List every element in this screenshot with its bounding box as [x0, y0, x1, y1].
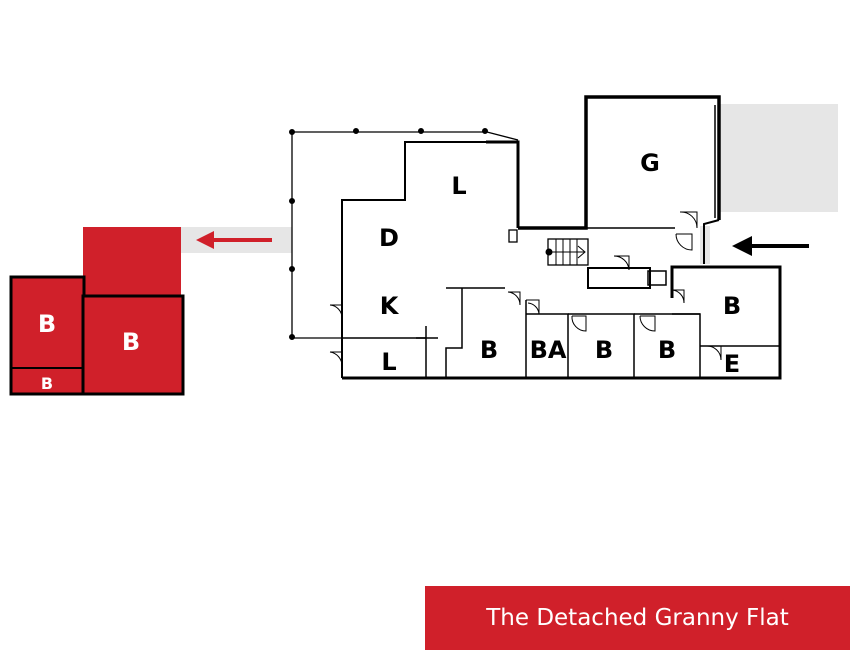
room-label-bedroom: B [658, 336, 676, 364]
room-label-kitchen: K [380, 292, 400, 320]
arrow-left-icon [196, 231, 272, 249]
room-label-bedroom: B [723, 292, 741, 320]
driveway [720, 104, 838, 212]
room-label-bedroom: B [595, 336, 613, 364]
flat-upper-block [83, 227, 181, 297]
caption-banner: The Detached Granny Flat [425, 586, 850, 650]
room-label-living-lower: L [381, 348, 396, 376]
flat-room-label: B [122, 328, 140, 356]
room-label-bedroom: B [480, 336, 498, 364]
flat-room-left [9, 275, 86, 396]
deck-outline [291, 131, 519, 338]
door-swings [329, 211, 722, 367]
room-label-bathroom: BA [530, 336, 567, 364]
main-house [289, 95, 782, 380]
room-label-living-upper: L [451, 172, 466, 200]
granny-flat: B B B [9, 227, 185, 396]
flat-room-label: B [38, 310, 56, 338]
garage-walls [518, 95, 721, 230]
arrow-left-icon [732, 236, 809, 256]
flat-room-right [81, 294, 185, 396]
caption-text: The Detached Granny Flat [486, 605, 789, 631]
flat-room-label: B [41, 374, 53, 393]
room-label-entry: E [724, 350, 740, 378]
room-label-dining: D [379, 224, 399, 252]
room-label-garage: G [640, 149, 660, 177]
